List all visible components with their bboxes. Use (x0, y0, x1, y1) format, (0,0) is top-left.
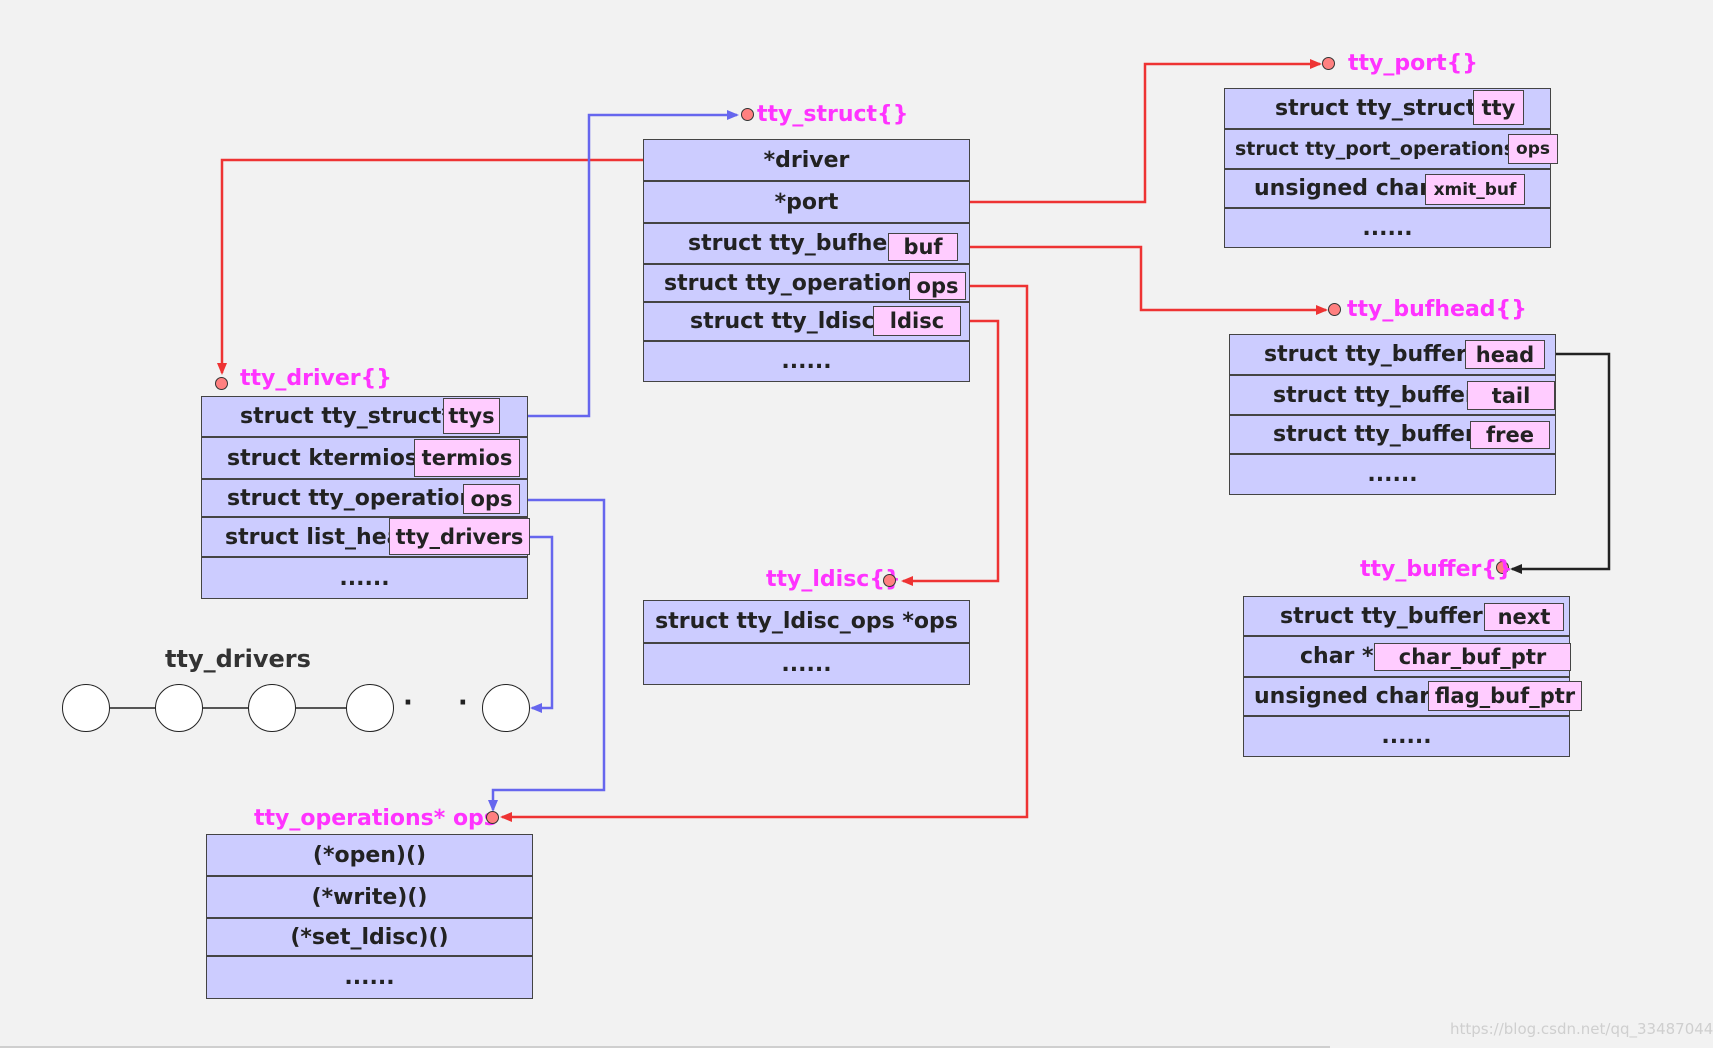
driver-to-tty-driver-arrow (217, 158, 643, 375)
tty-driver-row-ttys-label: struct tty_struct** (240, 404, 465, 429)
tty-operations-row-more: ...... (206, 956, 533, 999)
tty-drivers-list-node-2 (155, 684, 203, 732)
tty-drivers-list-node-1 (62, 684, 110, 732)
tty-ldisc-anchor-dot (883, 574, 896, 587)
tty-struct-row-more: ...... (643, 341, 970, 382)
tty-port-row-tty-label: struct tty_struct * (1275, 96, 1496, 121)
tty-operations-row-open: (*open)() (206, 834, 533, 876)
tty-driver-row-list-label: struct list_head (225, 524, 418, 550)
tty-buffer-tag-char-buf-ptr: char_buf_ptr (1374, 643, 1571, 671)
tty-buffer-row-char-label: char * (1300, 644, 1374, 669)
tty-operations-row-write: (*write)() (206, 876, 533, 918)
tty-driver-tag-ttys: ttys (443, 398, 500, 434)
tty-buffer-tag-flag-buf-ptr: flag_buf_ptr (1428, 681, 1582, 711)
tty-drivers-list-node-last (482, 684, 530, 732)
tty-ldisc-row-ops: struct tty_ldisc_ops *ops (643, 600, 970, 643)
head-to-tty-buffer-arrow (1510, 352, 1611, 574)
tty-port-row-ops: struct tty_port_operations * (1224, 129, 1551, 169)
tty-operations-row-set-ldisc: (*set_ldisc)() (206, 918, 533, 956)
tty-bufhead-row-more: ...... (1229, 454, 1556, 495)
ops-to-tty-operations-arrow (500, 284, 1029, 822)
ldisc-to-tty-ldisc-arrow (901, 319, 1000, 586)
tty-struct-row-ops-label: struct tty_operations * (664, 270, 945, 296)
tty-bufhead-row-head-label: struct tty_buffer * (1264, 342, 1486, 367)
tty-operations-title: tty_operations* ops (254, 806, 497, 831)
buf-to-tty-bufhead-arrow (958, 245, 1328, 315)
tty-driver-row-ops-label: struct tty_operations* (227, 485, 500, 511)
tty-struct-tag-ldisc: ldisc (873, 306, 961, 336)
tty-struct-tag-ops: ops (909, 272, 966, 300)
tty-buffer-anchor-dot (1496, 561, 1509, 574)
tty-driver-row-termios-label: struct ktermios** (227, 445, 441, 471)
tty-driver-tag-termios: termios (414, 439, 520, 477)
tty-ldisc-row-more: ...... (643, 643, 970, 685)
tty-struct-anchor-dot (741, 108, 754, 121)
tty-bufhead-row-tail-label: struct tty_buffer * (1273, 382, 1495, 408)
tty-drivers-list-label: tty_drivers (165, 645, 311, 673)
tty-buffer-row-flag-label: unsigned char* (1254, 684, 1442, 709)
bottom-scrollbar (0, 1046, 1330, 1048)
tty-ldisc-title: tty_ldisc{} (766, 567, 901, 592)
tty-operations-anchor-dot (486, 811, 499, 824)
tty-bufhead-title: tty_bufhead{} (1347, 297, 1527, 322)
tty-bufhead-tag-head: head (1465, 340, 1545, 369)
tty-bufhead-anchor-dot (1328, 303, 1341, 316)
tty-struct-row-port: *port (643, 181, 970, 223)
tty-buffer-title: tty_buffer{} (1360, 557, 1513, 582)
tty-struct-row-driver: *driver (643, 139, 970, 181)
tty-struct-title: tty_struct{} (757, 102, 909, 127)
tty-port-anchor-dot (1322, 57, 1335, 70)
tty-driver-tag-tty-drivers: tty_drivers (389, 518, 530, 555)
tty-bufhead-row-free-label: struct tty_buffer * (1273, 422, 1495, 447)
tty-struct-tag-buf: buf (888, 233, 958, 261)
tty-struct-row-bufhead-label: struct tty_bufhead (688, 231, 918, 256)
tty-driver-anchor-dot (215, 377, 228, 390)
tty-port-tag-xmit-buf: xmit_buf (1425, 174, 1525, 205)
tty-buffer-row-more: ...... (1243, 716, 1570, 757)
tty-bufhead-tag-free: free (1470, 421, 1550, 449)
tty-drivers-list-node-3 (248, 684, 296, 732)
tty-buffer-tag-next: next (1484, 603, 1564, 631)
port-to-tty-port-arrow (970, 59, 1322, 204)
tty-drivers-list-node-4 (346, 684, 394, 732)
tty-buffer-row-next-label: struct tty_buffer * (1280, 603, 1502, 629)
tty-port-row-ops-label: struct tty_port_operations * (1235, 138, 1532, 160)
tty-driver-title: tty_driver{} (240, 366, 392, 391)
tty-port-row-more: ...... (1224, 208, 1551, 248)
driver-ops-to-tty-operations-arrow (488, 498, 606, 812)
tty-port-title: tty_port{} (1348, 51, 1478, 76)
tty-driver-row-more: ...... (201, 557, 528, 599)
watermark: https://blog.csdn.net/qq_33487044 (1450, 1020, 1713, 1038)
tty-driver-tag-ops: ops (463, 484, 520, 514)
tty-struct-row-ldisc-label: struct tty_ldisc * (690, 309, 894, 334)
tty-drivers-to-list-arrow (530, 535, 554, 713)
tty-port-tag-ops: ops (1508, 134, 1558, 164)
tty-port-tag-tty: tty (1473, 90, 1524, 125)
tty-port-row-xmit-label: unsigned char * (1254, 176, 1450, 201)
ttys-to-tty-struct-arrow (526, 110, 739, 418)
tty-bufhead-tag-tail: tail (1467, 381, 1555, 410)
